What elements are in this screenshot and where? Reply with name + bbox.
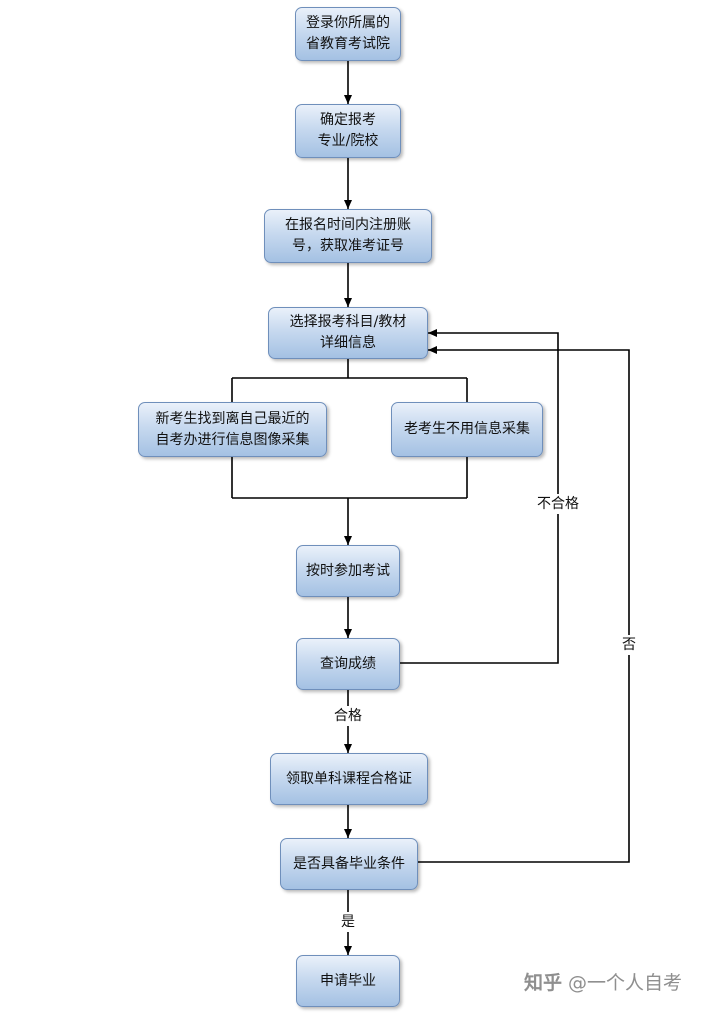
- node-old-candidate-skip: 老考生不用信息采集: [391, 402, 543, 457]
- node-text-line: 新考生找到离自己最近的: [155, 410, 310, 427]
- edge-label-pass: 合格: [332, 706, 364, 726]
- node-text-line: 专业/院校: [317, 133, 379, 149]
- edge-label-fail: 不合格: [535, 494, 581, 514]
- node-login-exam-authority: 登录你所属的 省教育考试院: [295, 7, 401, 61]
- node-text-line: 申请毕业: [320, 972, 376, 989]
- watermark-brand: 知乎: [524, 972, 563, 994]
- node-text-line: 在报名时间内注册账: [285, 217, 411, 233]
- node-check-results: 查询成绩: [296, 638, 400, 690]
- node-text-line: 是否具备毕业条件: [293, 855, 405, 872]
- arrow-no-loop-to-select-subjects: [418, 346, 630, 863]
- node-text-line: 领取单科课程合格证: [286, 770, 412, 787]
- node-text-line: 省教育考试院: [306, 36, 390, 52]
- node-text-line: 自考办进行信息图像采集: [155, 431, 310, 448]
- node-apply-graduation: 申请毕业: [296, 955, 400, 1007]
- node-text-line: 选择报考科目/教材: [289, 314, 407, 330]
- node-confirm-major: 确定报考 专业/院校: [295, 104, 401, 158]
- node-new-candidate-capture: 新考生找到离自己最近的 自考办进行信息图像采集: [138, 402, 327, 457]
- node-text-line: 号，获取准考证号: [292, 238, 404, 254]
- node-text-line: 老考生不用信息采集: [404, 421, 530, 437]
- node-graduation-eligible: 是否具备毕业条件: [280, 838, 418, 890]
- watermark: 知乎@一个人自考: [524, 970, 682, 996]
- edge-label-no: 否: [620, 635, 638, 655]
- node-text-line: 详细信息: [320, 335, 376, 351]
- node-text-line: 登录你所属的: [306, 15, 390, 31]
- node-text-line: 确定报考: [320, 112, 376, 128]
- node-register-account: 在报名时间内注册账 号，获取准考证号: [264, 209, 432, 263]
- node-get-course-certificate: 领取单科课程合格证: [270, 753, 428, 805]
- node-take-exam: 按时参加考试: [296, 545, 400, 597]
- node-text-line: 按时参加考试: [306, 562, 390, 579]
- edge-label-yes: 是: [339, 912, 357, 932]
- watermark-handle: @一个人自考: [568, 972, 683, 994]
- node-text-line: 查询成绩: [320, 655, 376, 672]
- node-select-subjects: 选择报考科目/教材 详细信息: [268, 307, 428, 359]
